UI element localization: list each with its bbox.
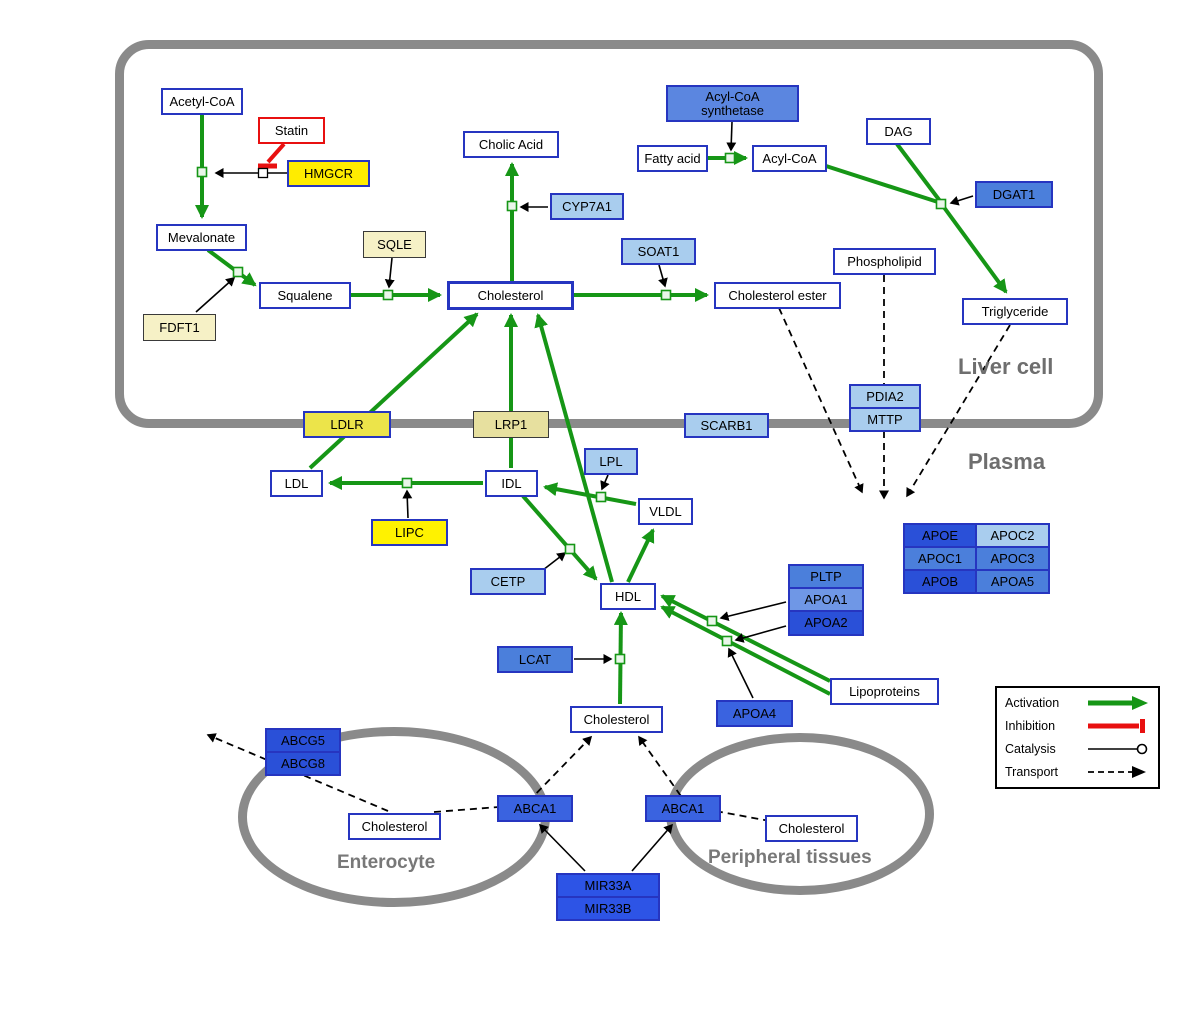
node-cholic-acid[interactable]: Cholic Acid bbox=[463, 131, 559, 158]
legend-row-inhibition: Inhibition bbox=[1005, 718, 1150, 734]
node-acetyl-coa[interactable]: Acetyl-CoA bbox=[161, 88, 243, 115]
node-mir33b[interactable]: MIR33B bbox=[556, 896, 660, 921]
node-apoa4[interactable]: APOA4 bbox=[716, 700, 793, 727]
legend-catalysis-label: Catalysis bbox=[1005, 741, 1056, 756]
node-mir33a[interactable]: MIR33A bbox=[556, 873, 660, 898]
pdia2-mttp-group: PDIA2 MTTP bbox=[849, 384, 921, 432]
node-ldl[interactable]: LDL bbox=[270, 470, 323, 497]
node-ldlr[interactable]: LDLR bbox=[303, 411, 391, 438]
node-apoa5[interactable]: APOA5 bbox=[975, 569, 1050, 594]
node-lrp1[interactable]: LRP1 bbox=[473, 411, 549, 438]
node-abca1-enterocyte[interactable]: ABCA1 bbox=[497, 795, 573, 822]
node-apoa2[interactable]: APOA2 bbox=[788, 610, 864, 636]
node-idl[interactable]: IDL bbox=[485, 470, 538, 497]
node-apoe[interactable]: APOE bbox=[903, 523, 977, 548]
node-hmgcr[interactable]: HMGCR bbox=[287, 160, 370, 187]
node-apoc1[interactable]: APOC1 bbox=[903, 546, 977, 571]
node-triglyceride[interactable]: Triglyceride bbox=[962, 298, 1068, 325]
node-acyl-coa-synthetase[interactable]: Acyl-CoA synthetase bbox=[666, 85, 799, 122]
node-apob[interactable]: APOB bbox=[903, 569, 977, 594]
node-squalene[interactable]: Squalene bbox=[259, 282, 351, 309]
enterocyte-label: Enterocyte bbox=[337, 852, 436, 873]
node-lcat[interactable]: LCAT bbox=[497, 646, 573, 673]
node-dgat1[interactable]: DGAT1 bbox=[975, 181, 1053, 208]
catalysis-circle-icon bbox=[1088, 743, 1148, 755]
legend-row-catalysis: Catalysis bbox=[1005, 741, 1150, 757]
node-mevalonate[interactable]: Mevalonate bbox=[156, 224, 247, 251]
node-lpl[interactable]: LPL bbox=[584, 448, 638, 475]
node-soat1[interactable]: SOAT1 bbox=[621, 238, 696, 265]
apo-grid-col2: APOC2 APOC3 APOA5 bbox=[975, 523, 1050, 594]
node-pdia2[interactable]: PDIA2 bbox=[849, 384, 921, 409]
apo-grid-col1: APOE APOC1 APOB bbox=[903, 523, 977, 594]
transport-dashed-arrow-icon bbox=[1088, 765, 1146, 778]
node-cholesterol-peripheral[interactable]: Cholesterol bbox=[765, 815, 858, 842]
node-cholesterol-enterocyte[interactable]: Cholesterol bbox=[348, 813, 441, 840]
inhibition-tbar-icon bbox=[1088, 719, 1145, 734]
node-vldl[interactable]: VLDL bbox=[638, 498, 693, 525]
node-apoc3[interactable]: APOC3 bbox=[975, 546, 1050, 571]
node-scarb1[interactable]: SCARB1 bbox=[684, 413, 769, 438]
activation-arrow-icon bbox=[1088, 696, 1148, 711]
node-lipoproteins[interactable]: Lipoproteins bbox=[830, 678, 939, 705]
node-hdl[interactable]: HDL bbox=[600, 583, 656, 610]
node-statin[interactable]: Statin bbox=[258, 117, 325, 144]
reaction-nodes bbox=[196, 152, 947, 665]
node-dag[interactable]: DAG bbox=[866, 118, 931, 145]
node-phospholipid[interactable]: Phospholipid bbox=[833, 248, 936, 275]
liver-cell-membrane bbox=[115, 40, 1103, 428]
legend-inhibition-label: Inhibition bbox=[1005, 719, 1056, 734]
mir33-group: MIR33A MIR33B bbox=[556, 873, 660, 921]
activation-edges bbox=[195, 114, 1008, 705]
node-abcg5[interactable]: ABCG5 bbox=[265, 728, 341, 753]
abcg-group: ABCG5 ABCG8 bbox=[265, 728, 341, 776]
node-apoa1[interactable]: APOA1 bbox=[788, 587, 864, 612]
node-cholesterol-ester[interactable]: Cholesterol ester bbox=[714, 282, 841, 309]
node-mttp[interactable]: MTTP bbox=[849, 407, 921, 432]
catalysis-edges bbox=[195, 121, 974, 872]
node-sqle[interactable]: SQLE bbox=[363, 231, 426, 258]
catalysis-process-node bbox=[257, 167, 269, 179]
inhibition-edge bbox=[258, 142, 286, 169]
peripheral-tissues-label: Peripheral tissues bbox=[708, 847, 872, 868]
pltp-apoa-group: PLTP APOA1 APOA2 bbox=[788, 564, 864, 636]
node-fatty-acid[interactable]: Fatty acid bbox=[637, 145, 708, 172]
node-acyl-coa2[interactable]: Acyl-CoA bbox=[752, 145, 827, 172]
legend-row-transport: Transport bbox=[1005, 764, 1150, 780]
apolipoprotein-grid: APOE APOC1 APOB APOC2 APOC3 APOA5 bbox=[903, 523, 1050, 594]
node-cholesterol-plasma[interactable]: Cholesterol bbox=[570, 706, 663, 733]
node-cyp7a1[interactable]: CYP7A1 bbox=[550, 193, 624, 220]
legend: Activation Inhibition Catalysis Transpor… bbox=[995, 686, 1160, 789]
node-pltp[interactable]: PLTP bbox=[788, 564, 864, 589]
node-lipc[interactable]: LIPC bbox=[371, 519, 448, 546]
legend-transport-label: Transport bbox=[1005, 764, 1059, 779]
node-apoc2[interactable]: APOC2 bbox=[975, 523, 1050, 548]
node-abcg8[interactable]: ABCG8 bbox=[265, 751, 341, 776]
node-cholesterol-liver[interactable]: Cholesterol bbox=[447, 281, 574, 310]
node-abca1-peripheral[interactable]: ABCA1 bbox=[645, 795, 721, 822]
node-fdft1[interactable]: FDFT1 bbox=[143, 314, 216, 341]
legend-row-activation: Activation bbox=[1005, 695, 1150, 711]
node-cetp[interactable]: CETP bbox=[470, 568, 546, 595]
legend-activation-label: Activation bbox=[1005, 696, 1060, 711]
plasma-label: Plasma bbox=[968, 449, 1046, 474]
liver-cell-label: Liver cell bbox=[958, 354, 1054, 379]
